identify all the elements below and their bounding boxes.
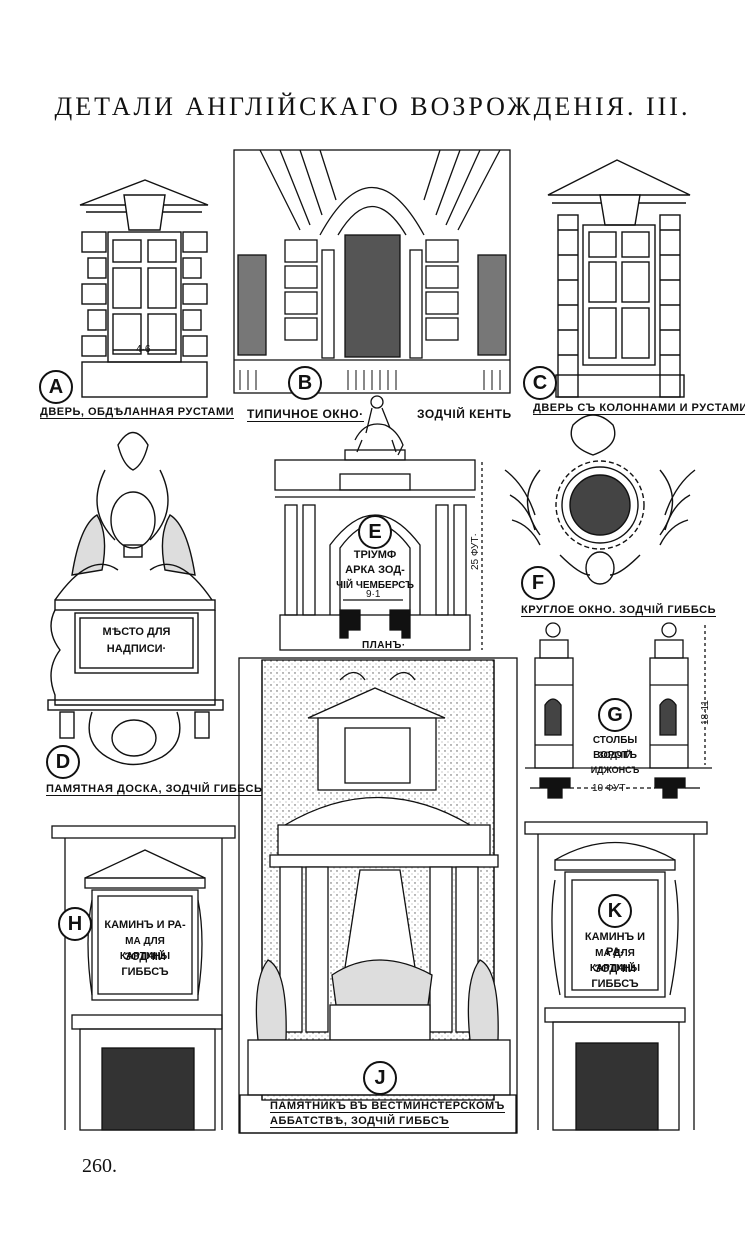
plate-j-caption-line2: АББАТСТВѢ, ЗОДЧIЙ ГИББСЪ bbox=[270, 1115, 450, 1128]
plate-f-caption: КРУГЛОЕ ОКНО. ЗОДЧIЙ ГИББСЬ bbox=[521, 604, 717, 617]
plate-g-label-line1: СТОЛБЫ ВОРОТЪ bbox=[592, 735, 638, 761]
plate-a-dimension: 4·6 bbox=[136, 344, 151, 355]
plate-b-caption-architect: ЗОДЧIЙ КЕНТЬ bbox=[417, 407, 512, 421]
plate-h-letter: H bbox=[58, 907, 92, 941]
plate-g-letter: G bbox=[598, 698, 632, 732]
plate-a-caption: ДВЕРЬ, ОБДѢЛАННАЯ РУСТАМИ bbox=[40, 406, 235, 419]
plate-h-label-line1: КАМИНЪ И РА- bbox=[104, 919, 186, 931]
plate-e-label-line1: ТРIУМФ bbox=[353, 549, 397, 561]
plate-c-letter: C bbox=[523, 366, 557, 400]
page-number: 260. bbox=[82, 1155, 117, 1177]
plate-d-inscription-line2: НАДПИСИ· bbox=[106, 643, 167, 655]
plate-h-label-line2: МА ДЛЯ КАРТИНЫ bbox=[119, 936, 171, 962]
plate-e-letter: E bbox=[358, 515, 392, 549]
plate-d-inscription-line1: МѢСТО ДЛЯ bbox=[102, 626, 171, 638]
plate-k-label-line3: ЗОДЧIЙ ГИББСЪ bbox=[591, 963, 639, 990]
plate-k-label-line1: КАМИНЪ И РА- bbox=[584, 931, 646, 958]
plate-b-letter: B bbox=[288, 366, 322, 400]
plate-f-letter: F bbox=[521, 566, 555, 600]
plate-d-caption: ПАМЯТНАЯ ДОСКА, ЗОДЧIЙ ГИББСЬ bbox=[46, 783, 263, 796]
plate-e-plan-label: ПЛАНЪ· bbox=[362, 640, 406, 651]
plate-h-label-line3: ЗОДЧIЙ ГИББСЪ bbox=[121, 951, 169, 978]
plate-d-letter: D bbox=[46, 745, 80, 779]
plate-e-label-line2: АРКА ЗОД- bbox=[345, 564, 405, 576]
plate-b-caption: ТИПИЧНОЕ ОКНО· bbox=[247, 407, 364, 422]
plate-e-dimension: 9·1 bbox=[366, 589, 381, 600]
plate-g-label-line2: ЗОДЧIЙ ИДЖОНСЪ bbox=[590, 750, 640, 775]
plate-e-height: 25 ФУТ· bbox=[470, 533, 481, 570]
page-title: ДЕТАЛИ АНГЛIЙСКАГО ВОЗРОЖДЕНIЯ. III. bbox=[54, 92, 691, 121]
plate-e-label-line3: ЧIЙ ЧЕМБЕРСЪ bbox=[336, 580, 414, 591]
plate-a-letter: A bbox=[39, 370, 73, 404]
plate-k-letter: K bbox=[598, 894, 632, 928]
plate-j-caption-line1: ПАМЯТНИКЪ ВЪ ВЕСТМИНСТЕРСКОМЪ bbox=[270, 1100, 505, 1113]
plate-g-width: 10 ФУТ· bbox=[592, 783, 629, 794]
plate-g-height: 18·11 bbox=[700, 700, 711, 725]
plate-k-label-line2: МА ДЛЯ КАРТИНЫ bbox=[589, 948, 641, 974]
plate-c-caption: ДВЕРЬ СЪ КОЛОННАМИ И РУСТАМИ· bbox=[533, 402, 745, 415]
plate-j-letter: J bbox=[363, 1061, 397, 1095]
